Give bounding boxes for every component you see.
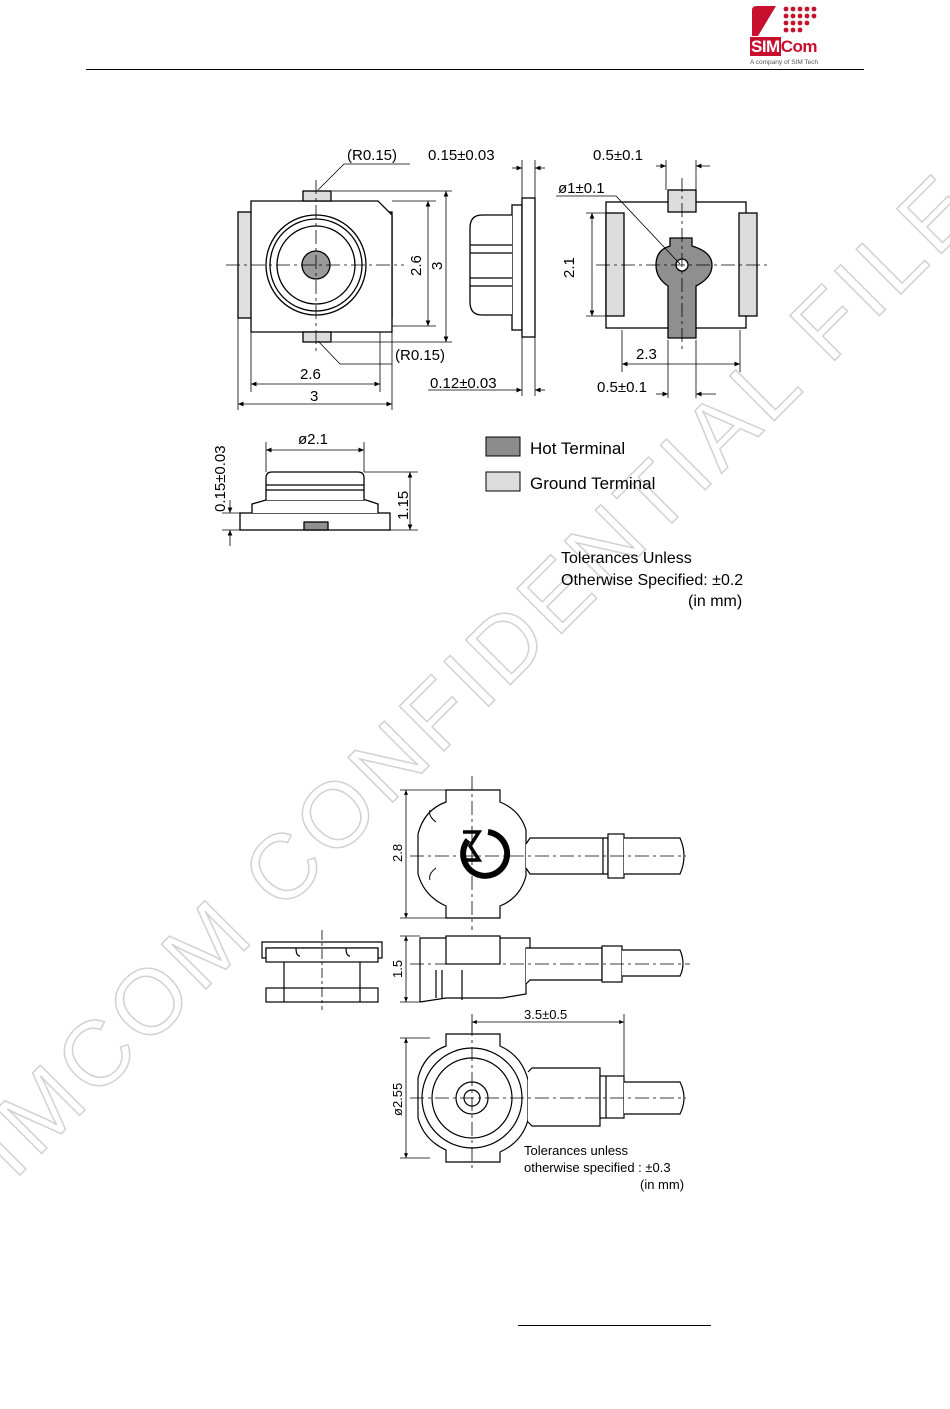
dim-outer-height: 3 <box>429 262 446 270</box>
legend-hot-label: Hot Terminal <box>530 439 625 458</box>
dim-front-base-offset: 0.15±0.03 <box>212 445 229 512</box>
header-divider <box>86 69 864 70</box>
dim-pad-width: 2.3 <box>636 346 657 363</box>
terminal-legend: Hot Terminal Ground Terminal <box>485 436 655 493</box>
footer-divider <box>518 1325 711 1326</box>
dim-front-diameter: ø2.1 <box>298 431 328 448</box>
tolerance-1-line1: Tolerances Unless <box>561 550 692 567</box>
dim-pad-height: 2.1 <box>561 257 578 278</box>
dim-radius-top: (R0.15) <box>347 147 397 164</box>
dim-radius-bottom: (R0.15) <box>395 347 445 364</box>
dim-inner-height: 2.6 <box>408 255 425 276</box>
dim-hole-diameter: ø1±0.1 <box>558 180 605 197</box>
front-view <box>222 442 418 546</box>
legend-hot-swatch <box>485 436 521 457</box>
plug-side-view-left <box>261 930 383 1010</box>
dim-plug-side-height: 1.5 <box>390 960 405 978</box>
tolerance-2-line3: (in mm) <box>640 1177 684 1192</box>
plug-drawing: 2.8 1.5 3.5±0.5 ø2.55 Tolerances unless … <box>261 776 690 1192</box>
dim-plug-top-height: 2.8 <box>390 844 405 862</box>
tolerance-2-line1: Tolerances unless <box>524 1143 629 1158</box>
dim-ground-width: 0.5±0.1 <box>597 379 647 396</box>
dim-outer-width: 3 <box>310 388 318 405</box>
side-view <box>428 160 545 396</box>
dim-front-height: 1.15 <box>395 491 412 520</box>
dim-side-top-offset: 0.15±0.03 <box>428 147 495 164</box>
logo-dot-mark <box>752 6 817 36</box>
simcom-logo: SIMCom A company of SIM Tech <box>748 4 830 68</box>
tolerance-2-line2: otherwise specified : ±0.3 <box>524 1160 671 1175</box>
bottom-view <box>556 160 770 398</box>
tolerance-note-1: Tolerances Unless Otherwise Specified: ±… <box>561 550 743 610</box>
legend-ground-swatch <box>485 471 521 492</box>
tolerance-1-line3: (in mm) <box>688 593 742 610</box>
dim-side-bottom-offset: 0.12±0.03 <box>430 375 497 392</box>
plug-side-view-right <box>400 935 690 1003</box>
dim-plug-diameter: ø2.55 <box>390 1083 405 1116</box>
logo-wordmark: SIMCom <box>750 37 818 56</box>
dim-inner-width: 2.6 <box>300 366 321 383</box>
top-view <box>226 163 452 410</box>
legend-ground-label: Ground Terminal <box>530 474 655 493</box>
plug-top-view <box>400 776 686 930</box>
dim-hot-width: 0.5±0.1 <box>593 147 643 164</box>
plug-bottom-view <box>400 1014 686 1172</box>
logo-tagline: A company of SIM Tech <box>750 59 819 66</box>
receptacle-drawing: (R0.15) (R0.15) 2.6 3 2.6 3 0.15±0.03 0.… <box>212 147 770 610</box>
tolerance-1-line2: Otherwise Specified: ±0.2 <box>561 572 743 589</box>
dim-plug-length: 3.5±0.5 <box>524 1007 567 1022</box>
